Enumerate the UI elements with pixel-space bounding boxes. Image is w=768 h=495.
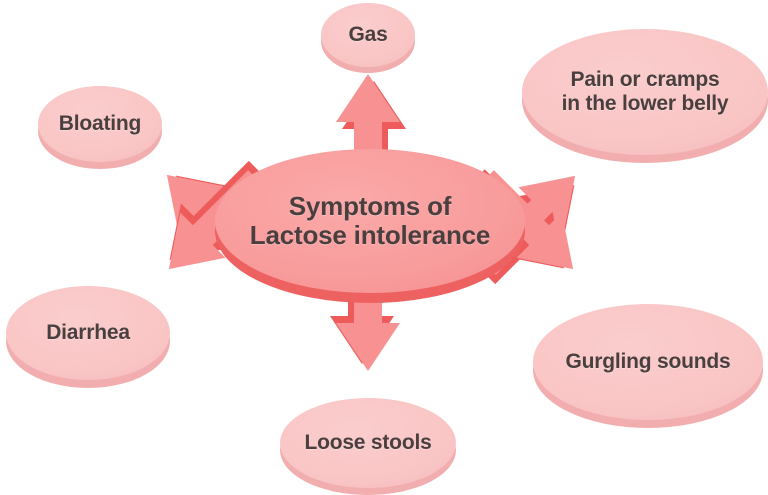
node-ellipse-diarrhea[interactable] bbox=[6, 286, 170, 388]
node-ellipse-loose-stools[interactable] bbox=[280, 398, 456, 495]
node-ellipse-gas[interactable] bbox=[321, 3, 415, 73]
node-ellipse-gurgling-sounds[interactable] bbox=[533, 304, 763, 428]
node-ellipse-group bbox=[6, 3, 768, 495]
node-ellipse-bloating[interactable] bbox=[38, 86, 162, 169]
center-ellipse[interactable] bbox=[215, 149, 525, 303]
node-ellipse-pain-or-cramps[interactable] bbox=[522, 29, 768, 163]
